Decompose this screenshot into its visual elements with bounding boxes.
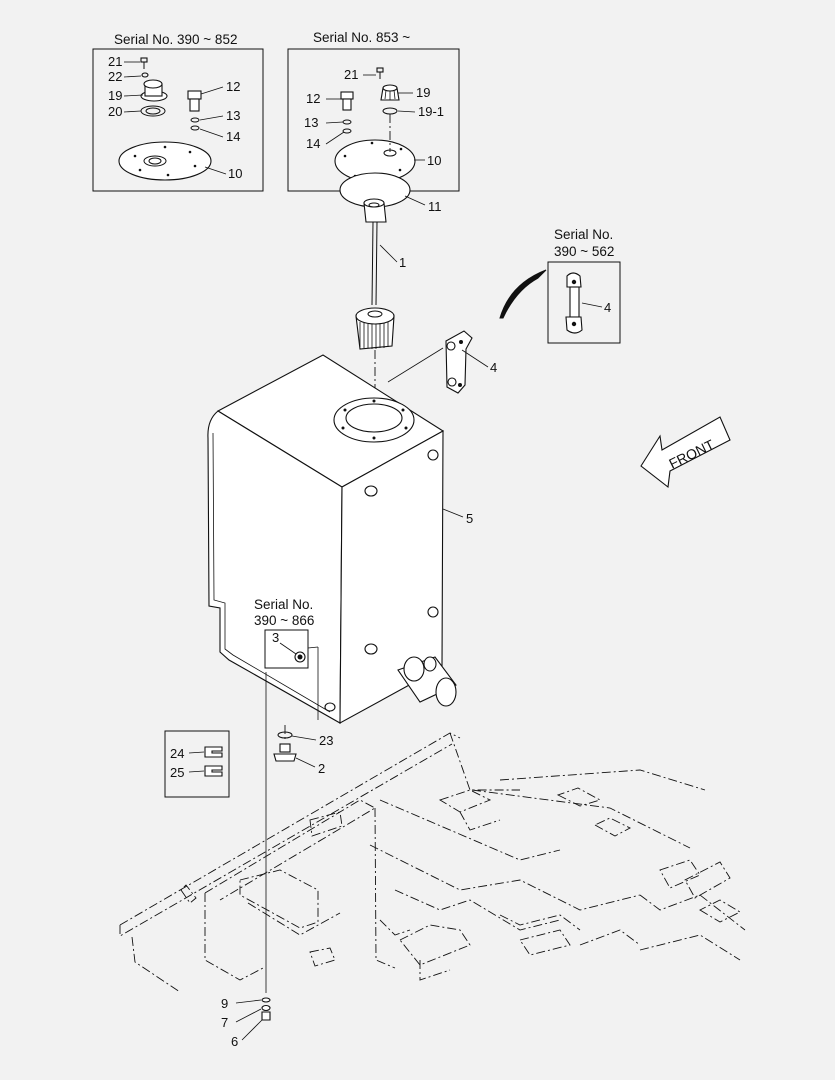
- label-14-b: 14: [306, 136, 320, 151]
- inset-serial-390-562: Serial No. 390 ~ 562 4: [547, 227, 621, 344]
- label-19-a: 19: [108, 88, 122, 103]
- shim-25: [204, 765, 223, 777]
- shims-inset: 24 25: [164, 730, 230, 798]
- washer-7: [261, 1004, 271, 1012]
- label-10-b: 10: [427, 153, 441, 168]
- inset-d-title-1: Serial No.: [254, 597, 313, 612]
- washer-13-b: [342, 119, 352, 125]
- shims-frame: [164, 730, 230, 798]
- front-direction-arrow: FRONT: [640, 416, 731, 489]
- shim-24: [204, 746, 223, 758]
- inset-c-title-1: Serial No.: [554, 227, 613, 242]
- label-12-b: 12: [306, 91, 320, 106]
- cap-19-a: [140, 79, 168, 102]
- label-1: 1: [399, 255, 406, 270]
- washer-14-a: [190, 125, 200, 131]
- inset-c-frame: [547, 261, 621, 344]
- label-20: 20: [108, 104, 122, 119]
- plug-3: [294, 651, 306, 663]
- o-ring-19-1: [382, 107, 398, 115]
- inset-d-title-2: 390 ~ 866: [254, 613, 314, 628]
- gasket-20: [140, 105, 166, 117]
- inset-serial-853: Serial No. 853 ~: [287, 30, 460, 192]
- label-6: 6: [231, 1034, 238, 1049]
- level-gauge-4-alt: [565, 272, 583, 334]
- bolt-21-a: [140, 57, 148, 69]
- inset-serial-390-866: Serial No. 390 ~ 866 3: [254, 597, 319, 720]
- label-4: 4: [490, 360, 497, 375]
- curved-arrow-to-inset: [499, 269, 547, 319]
- label-5: 5: [466, 511, 473, 526]
- label-13-b: 13: [304, 115, 318, 130]
- washer-14-b: [342, 128, 352, 134]
- label-25: 25: [170, 765, 184, 780]
- label-4-inset: 4: [604, 300, 611, 315]
- label-12-a: 12: [226, 79, 240, 94]
- label-13-a: 13: [226, 108, 240, 123]
- label-3: 3: [272, 630, 279, 645]
- gasket-11: 11: [339, 172, 442, 214]
- inset-c-title-2: 390 ~ 562: [554, 244, 614, 259]
- inset-a-frame: [92, 48, 264, 192]
- label-14-a: 14: [226, 129, 240, 144]
- strainer-1: 1: [355, 198, 406, 425]
- label-19-1: 19-1: [418, 104, 444, 119]
- cap-19-b: [380, 84, 400, 101]
- inset-d-frame: [264, 629, 309, 669]
- hydraulic-tank-5: 5: [207, 354, 473, 724]
- label-21-b: 21: [344, 67, 358, 82]
- washer-13-a: [190, 117, 200, 123]
- washer-9: [261, 997, 271, 1003]
- bolt-12-a: [187, 90, 202, 112]
- level-gauge-4: 4: [387, 330, 497, 394]
- inset-serial-390-852: Serial No. 390 ~ 852: [92, 32, 264, 192]
- inset-b-title: Serial No. 853 ~: [313, 30, 410, 45]
- label-7: 7: [221, 1015, 228, 1030]
- bolt-stack: 9 7 6: [221, 996, 271, 1049]
- label-23: 23: [319, 733, 333, 748]
- label-2: 2: [318, 761, 325, 776]
- cover-plate-10-a: [118, 141, 212, 181]
- label-19-b: 19: [416, 85, 430, 100]
- upper-frame-phantom: [119, 732, 746, 993]
- bolt-21-b: [376, 67, 384, 79]
- washer-22: [141, 72, 149, 78]
- label-24: 24: [170, 746, 184, 761]
- inset-a-title: Serial No. 390 ~ 852: [114, 32, 237, 47]
- drain-plug-2: 2: [273, 743, 325, 776]
- label-21-a: 21: [108, 54, 122, 69]
- label-22: 22: [108, 69, 122, 84]
- label-11: 11: [428, 199, 442, 214]
- bolt-12-b: [340, 91, 354, 111]
- bolt-6: [261, 1011, 271, 1021]
- label-9: 9: [221, 996, 228, 1011]
- label-10-a: 10: [228, 166, 242, 181]
